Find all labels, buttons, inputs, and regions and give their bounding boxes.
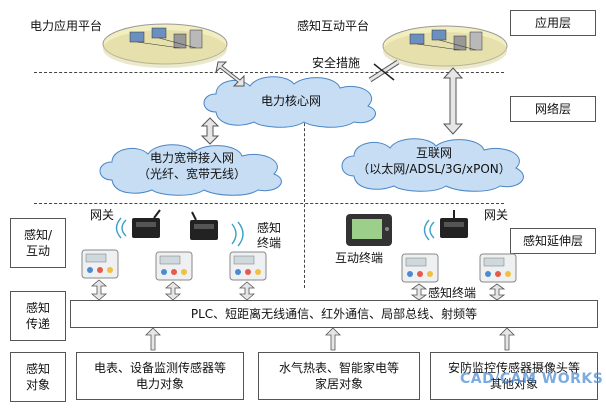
arrow-sensing-platform-to-internet [442,67,464,135]
sensing-interaction-line2: 互动 [25,244,50,258]
label-sensing-interaction: 感知/ 互动 [10,218,66,268]
internet-title: 互联网 [415,146,452,160]
meter-device-icon [229,251,267,281]
arrow-terminal-to-bar [164,281,182,301]
sensing-transfer-line2: 传递 [25,317,50,331]
sensing-object-line1: 感知 [25,362,50,376]
arrow-core-to-broadband [200,117,220,145]
power-platform-illustration [102,23,228,68]
sensing-interaction-line1: 感知/ [23,228,53,242]
meter-device-icon [155,251,193,281]
power-broadband-subtitle: （光纤、宽带无线） [137,167,246,181]
transfer-bar: PLC、短距离无线通信、红外通信、局部总线、射频等 [70,300,598,328]
internet-label: 互联网 （以太网/ADSL/3G/xPON） [334,145,534,177]
terminal-left-label: 感知 终端 [257,221,281,251]
power-platform-label: 电力应用平台 [30,19,103,33]
security-link-arrow [368,59,400,83]
meter-device-icon [479,253,517,283]
core-network-cloud [203,76,376,128]
object-home: 水气热表、智能家电等 家居对象 [258,352,420,400]
object-power-line2: 电力对象 [135,377,184,391]
wireless-signal-icon [115,217,127,239]
label-sensing-transfer: 感知 传递 [10,291,66,341]
arrow-object-to-bar [145,327,161,351]
object-other: 安防监控传感器摄像头等 其他对象 [430,352,598,400]
meter-device-icon [401,253,439,283]
arrow-object-to-bar [499,327,515,351]
security-label: 安全措施 [312,56,361,70]
arrow-object-to-bar [325,327,341,351]
separator-vertical [304,108,305,288]
gateway-left-label: 网关 [90,208,115,222]
object-home-line2: 家居对象 [314,377,363,391]
sensing-platform-label: 感知互动平台 [297,19,370,33]
object-power-line1: 电表、设备监测传感器等 [93,361,226,375]
gateway-device-icon [132,209,161,238]
object-home-line1: 水气热表、智能家电等 [278,361,399,375]
terminal-left-line1: 感知 [257,221,282,235]
interactive-terminal-label: 互动终端 [335,251,384,265]
object-other-line1: 安防监控传感器摄像头等 [447,361,580,375]
layer-extension: 感知延伸层 [510,228,596,254]
wireless-signal-icon [231,221,244,247]
layer-network: 网络层 [510,96,596,122]
sensing-object-line2: 对象 [25,378,50,392]
interactive-terminal-icon [346,214,392,246]
sensing-platform-illustration [382,25,508,70]
gateway-device-icon [190,211,218,240]
gateway-right-label: 网关 [484,208,509,222]
gateway-device-icon [440,210,468,238]
core-network-label: 电力核心网 [260,94,321,108]
object-other-line2: 其他对象 [489,377,538,391]
terminal-left-line2: 终端 [257,236,282,250]
sensing-transfer-line1: 感知 [25,301,50,315]
arrow-terminal-to-bar [238,281,256,301]
arrow-terminal-to-bar [90,279,108,301]
arrow-terminal-to-bar [410,283,428,301]
internet-subtitle: （以太网/ADSL/3G/xPON） [357,162,511,176]
separator-application-network [34,72,504,73]
layer-application: 应用层 [510,10,596,36]
power-broadband-cloud [99,144,282,196]
power-broadband-title: 电力宽带接入网 [149,151,234,165]
label-sensing-object: 感知 对象 [10,352,66,402]
object-power: 电表、设备监测传感器等 电力对象 [76,352,244,400]
internet-cloud [341,138,524,192]
arrow-power-platform-to-core [215,61,245,87]
separator-network-extension [34,203,504,204]
meter-device-icon [81,249,119,279]
arrow-terminal-to-bar [488,283,506,301]
wireless-signal-icon [423,219,435,241]
watermark-logo: CAD/CAM WORKS [460,371,604,387]
power-broadband-label: 电力宽带接入网 （光纤、宽带无线） [92,150,292,182]
terminal-right-label: 感知终端 [428,286,477,300]
